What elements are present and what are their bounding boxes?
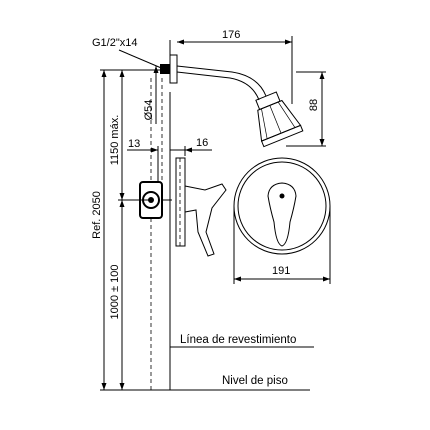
floor-level-label: Nivel de piso xyxy=(222,375,288,387)
offset16-text: 16 xyxy=(196,137,208,149)
shower-inlet xyxy=(160,64,170,74)
flange-diameter-text: Ø54 xyxy=(143,100,155,121)
ref-arrow-bottom xyxy=(101,383,107,390)
head-height-text: 88 xyxy=(308,99,320,111)
trim-plate-inner xyxy=(237,161,327,251)
max-height-text: 1150 máx. xyxy=(109,115,121,166)
offset13-text: 13 xyxy=(128,138,140,150)
trim-plate-side xyxy=(175,157,186,247)
shower-head-neck xyxy=(255,91,281,111)
shower-arm-top xyxy=(176,65,267,97)
plate-arrow-left xyxy=(234,276,241,282)
ref-height-text: Ref. 2050 xyxy=(91,191,103,239)
plate-diameter-text: 191 xyxy=(272,265,290,277)
head-arrow-bottom xyxy=(319,139,325,146)
shower-arm-bottom xyxy=(176,71,260,101)
trim-plate-front xyxy=(233,157,331,255)
max-arrow-bottom xyxy=(119,193,125,200)
offset13-arrow xyxy=(151,147,158,153)
offset16-arrow xyxy=(185,147,192,153)
lever-front-logo xyxy=(279,193,285,199)
head-arrow-top xyxy=(319,72,325,79)
thread-leader xyxy=(118,49,167,71)
shower-flange xyxy=(169,54,178,84)
flange-arrow-top xyxy=(153,66,159,73)
arm-arrow-right xyxy=(285,39,292,45)
cladding-line-label: Línea de revestimiento xyxy=(180,334,296,346)
ref-arrow-top xyxy=(101,70,107,77)
lever-side xyxy=(184,183,227,257)
valve-arrow-top xyxy=(119,200,125,207)
arm-length-text: 176 xyxy=(222,29,240,41)
valve-arrow-bottom xyxy=(119,383,125,390)
valve-height-text: 1000 ± 100 xyxy=(109,265,121,320)
lever-front xyxy=(267,182,297,247)
valve-port-center xyxy=(148,197,154,203)
plate-arrow-right xyxy=(323,276,330,282)
max-arrow-top xyxy=(119,70,125,77)
thread-label: G1/2"x14 xyxy=(92,37,138,49)
shower-head xyxy=(255,91,304,148)
arm-arrow-left xyxy=(177,39,184,45)
valve-port xyxy=(142,191,160,209)
shower-head-face xyxy=(260,124,304,148)
